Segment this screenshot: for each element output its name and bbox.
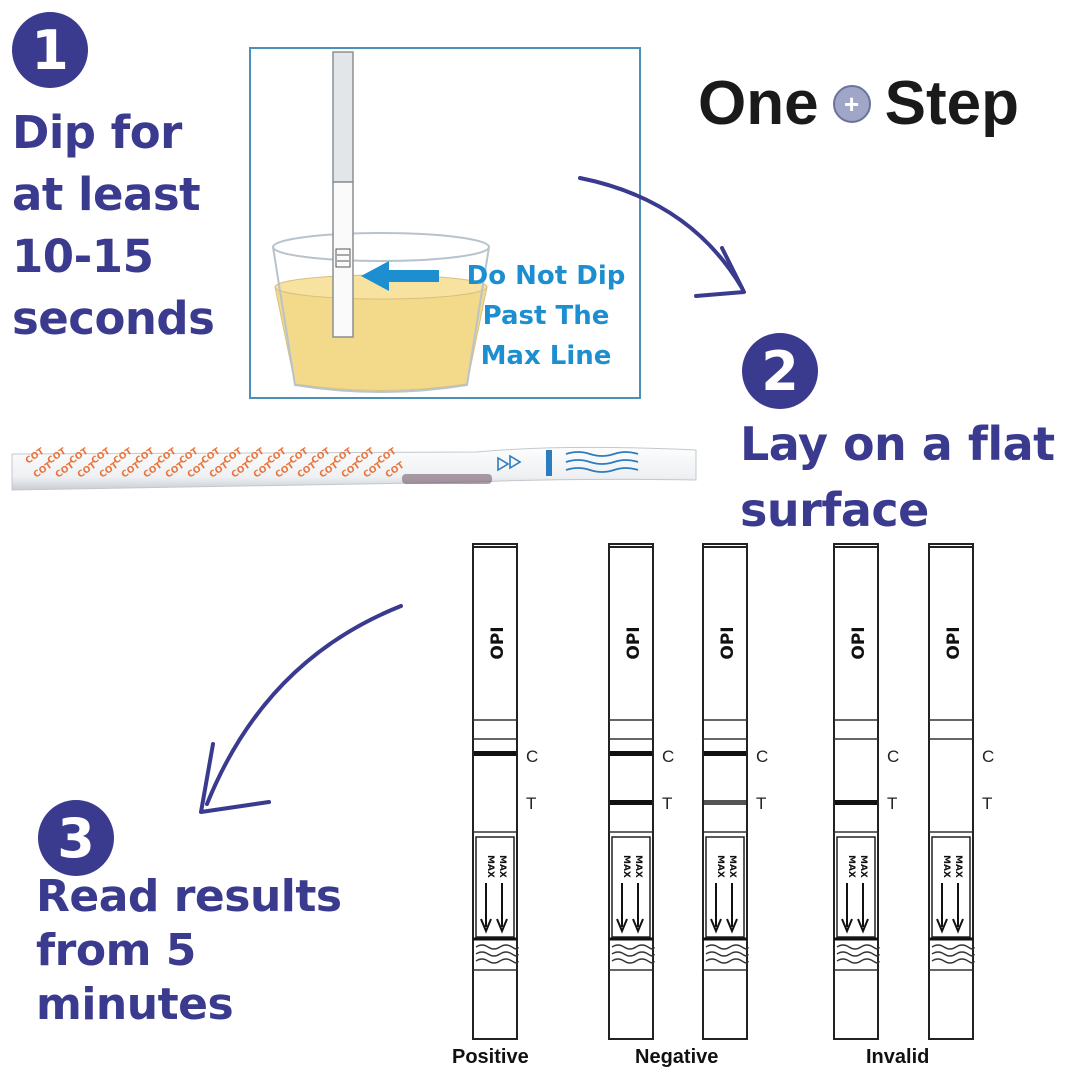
step-1-badge: 1 (12, 12, 88, 88)
test-label: T (662, 794, 672, 813)
brand-word-one: One (698, 69, 819, 138)
max-label: MAX (858, 855, 868, 878)
drug-code-label: OPI (849, 626, 869, 659)
step-1-text: Dip for at least 10-15 seconds (12, 106, 215, 345)
step-3-text: Read results from 5 minutes (36, 871, 342, 1030)
drug-code-label: OPI (944, 626, 964, 659)
max-label: MAX (497, 855, 507, 878)
max-label: MAX (727, 855, 737, 878)
test-line (610, 800, 652, 805)
max-label: MAX (953, 855, 963, 878)
max-label: MAX (846, 855, 856, 878)
test-strip-photo: COTCOTCOTCOTCOTCOTCOTCOTCOTCOTCOTCOTCOTC… (11, 446, 697, 491)
control-label: C (887, 747, 899, 766)
result-label-invalid: Invalid (866, 1046, 930, 1068)
drug-code-label: OPI (624, 626, 644, 659)
test-label: T (887, 794, 897, 813)
max-label: MAX (715, 855, 725, 878)
step-2-badge: 2 (742, 333, 818, 409)
control-label: C (526, 747, 538, 766)
control-line (610, 751, 652, 756)
brand-word-step: Step (884, 69, 1019, 138)
dip-warning-text: Do Not Dip Past The Max Line (466, 261, 626, 371)
arrow-step1-to-step2-icon (578, 176, 746, 298)
control-line (704, 751, 746, 756)
drug-code-label: OPI (488, 626, 508, 659)
max-label: MAX (485, 855, 495, 878)
test-label: T (756, 794, 766, 813)
step-2-text: Lay on a flat surface (740, 417, 1055, 537)
test-line (835, 800, 877, 805)
result-label-positive: Positive (452, 1046, 529, 1068)
control-label: C (756, 747, 768, 766)
control-line (474, 751, 516, 756)
control-label: C (982, 747, 994, 766)
cup-with-strip-illustration (272, 51, 490, 393)
max-label: MAX (621, 855, 631, 878)
max-label: MAX (941, 855, 951, 878)
test-label: T (526, 794, 536, 813)
control-label: C (662, 747, 674, 766)
dip-illustration: Do Not Dip Past The Max Line (249, 47, 641, 399)
test-line (704, 800, 746, 805)
result-label-negative: Negative (635, 1046, 719, 1068)
brand-logo: One + Step (698, 68, 1019, 139)
drug-code-label: OPI (718, 626, 738, 659)
arrow-step2-to-step3-icon (199, 604, 403, 814)
step-3-badge: 3 (38, 800, 114, 876)
brand-plus-icon: + (832, 84, 871, 123)
test-label: T (982, 794, 992, 813)
max-label: MAX (633, 855, 643, 878)
